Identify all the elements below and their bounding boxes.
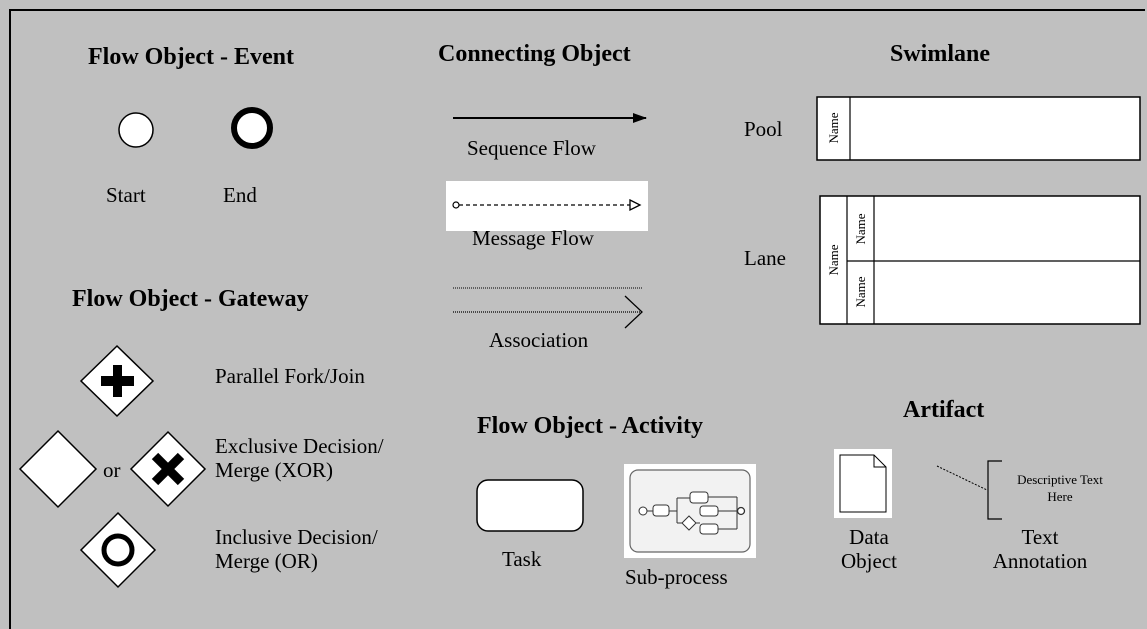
text-annotation-label-line1: Text bbox=[1021, 525, 1059, 549]
inclusive-gateway-label-line1: Inclusive Decision/ bbox=[215, 525, 378, 549]
lane-shape bbox=[819, 195, 1141, 325]
data-object-icon bbox=[834, 449, 892, 518]
heading-event: Flow Object - Event bbox=[88, 44, 294, 70]
inclusive-gateway-icon bbox=[79, 511, 157, 589]
data-object-label-line1: Data bbox=[849, 525, 889, 549]
message-flow-arrow bbox=[446, 181, 648, 231]
exclusive-gateway-empty-icon bbox=[18, 429, 98, 509]
exclusive-gateway-label-line1: Exclusive Decision/ bbox=[215, 434, 384, 458]
sequence-flow-label: Sequence Flow bbox=[467, 136, 596, 160]
association-label: Association bbox=[489, 328, 589, 352]
exclusive-gateway-label: Exclusive Decision/ Merge (XOR) bbox=[215, 434, 384, 482]
lane-name-label-top: Name bbox=[853, 213, 868, 245]
heading-swimlane: Swimlane bbox=[890, 41, 991, 67]
heading-connecting: Connecting Object bbox=[438, 41, 631, 67]
text-annotation-icon bbox=[936, 460, 1002, 520]
parallel-gateway-label: Parallel Fork/Join bbox=[215, 364, 365, 388]
subprocess-label: Sub-process bbox=[625, 565, 728, 589]
inclusive-gateway-label: Inclusive Decision/ Merge (OR) bbox=[215, 525, 378, 573]
text-annotation-label: Text Annotation bbox=[985, 525, 1095, 573]
start-event-icon bbox=[118, 112, 154, 148]
pool-name-label: Name bbox=[826, 112, 841, 144]
heading-activity: Flow Object - Activity bbox=[477, 413, 703, 439]
pool-label: Pool bbox=[744, 117, 783, 141]
message-flow-label: Message Flow bbox=[472, 226, 594, 250]
lane-pool-name-label: Name bbox=[826, 244, 841, 276]
task-label: Task bbox=[502, 547, 542, 571]
exclusive-gateway-label-line2: Merge (XOR) bbox=[215, 458, 334, 483]
parallel-gateway-icon bbox=[79, 344, 155, 418]
lane-label: Lane bbox=[744, 246, 786, 270]
task-shape bbox=[476, 479, 584, 532]
annotation-text-line2: Here bbox=[1047, 488, 1073, 504]
end-event-icon bbox=[231, 107, 273, 149]
annotation-descriptive-text: Descriptive Text Here bbox=[990, 472, 1130, 506]
heading-gateway: Flow Object - Gateway bbox=[72, 286, 309, 312]
end-event-label: End bbox=[223, 183, 257, 207]
text-annotation-label-line2: Annotation bbox=[992, 549, 1088, 574]
data-object-label-line2: Object bbox=[841, 549, 897, 574]
association-arrow bbox=[453, 287, 643, 329]
subprocess-shape bbox=[624, 464, 756, 558]
heading-artifact: Artifact bbox=[903, 397, 985, 423]
diagram-frame bbox=[9, 9, 1145, 629]
exclusive-gateway-x-icon bbox=[129, 430, 207, 508]
annotation-text-line1: Descriptive Text bbox=[1017, 472, 1103, 487]
data-object-label: Data Object bbox=[829, 525, 909, 573]
inclusive-gateway-label-line2: Merge (OR) bbox=[215, 549, 318, 574]
lane-name-label-bottom: Name bbox=[853, 276, 868, 308]
gateway-or-label: or bbox=[103, 458, 121, 482]
pool-shape bbox=[816, 96, 1141, 161]
start-event-label: Start bbox=[106, 183, 146, 207]
